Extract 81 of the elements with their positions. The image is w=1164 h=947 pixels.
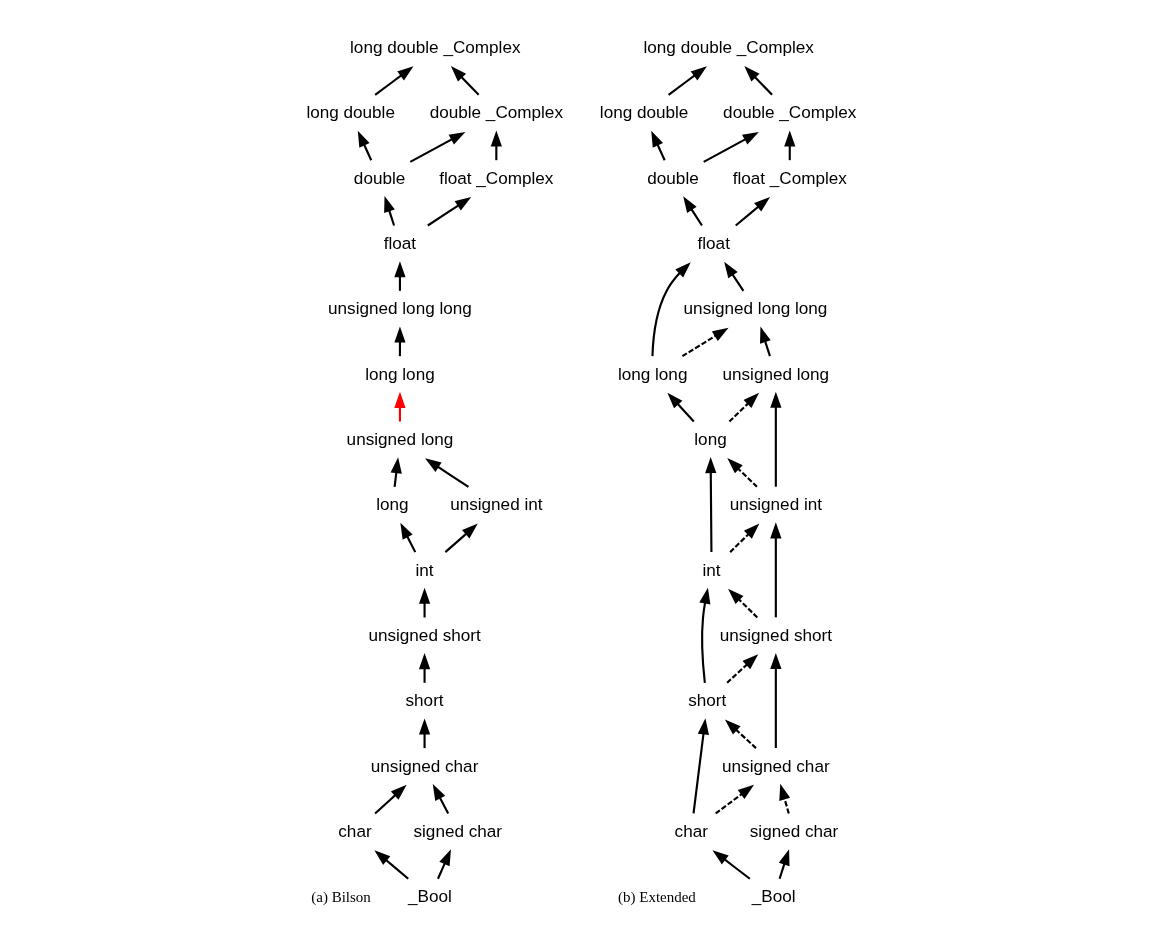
arrow bbox=[394, 261, 406, 291]
node-text: unsigned short bbox=[719, 624, 833, 645]
arrow bbox=[384, 195, 396, 226]
node-text: _Bool bbox=[751, 886, 796, 907]
arrow bbox=[703, 132, 759, 163]
arrow bbox=[744, 66, 773, 96]
node-text: unsigned int bbox=[450, 494, 543, 515]
arrow bbox=[450, 66, 480, 96]
arrow bbox=[437, 849, 451, 880]
arrow bbox=[418, 653, 431, 683]
arrow bbox=[735, 196, 771, 227]
node-text: unsigned short bbox=[368, 624, 481, 645]
arrow bbox=[770, 391, 782, 487]
node-text: unsigned long bbox=[722, 363, 830, 384]
node-text: unsigned int bbox=[729, 494, 823, 515]
node-text: signed char bbox=[413, 820, 503, 841]
node-text: double bbox=[353, 167, 406, 188]
arrow bbox=[778, 849, 790, 880]
arrow bbox=[760, 326, 771, 357]
arrow bbox=[683, 196, 703, 227]
node-text: long long bbox=[617, 363, 688, 384]
arrow bbox=[681, 327, 729, 358]
arrow bbox=[374, 784, 407, 815]
node-text: short bbox=[688, 690, 727, 711]
arrow bbox=[699, 587, 711, 683]
node-text: float _Complex bbox=[439, 167, 554, 188]
arrow bbox=[770, 522, 782, 618]
node-text: long double _Complex bbox=[643, 36, 814, 57]
node-text: double _Complex bbox=[723, 102, 857, 123]
arrow bbox=[728, 392, 760, 423]
node-text: char bbox=[338, 820, 372, 841]
arrow bbox=[425, 458, 470, 488]
node-text: long double bbox=[599, 102, 689, 123]
arrow bbox=[400, 522, 417, 553]
node-text: char bbox=[674, 820, 708, 841]
label: (b) Extended bbox=[618, 889, 696, 906]
arrow bbox=[724, 261, 745, 292]
arrow bbox=[432, 784, 450, 814]
arrow bbox=[374, 66, 414, 96]
node-text: long bbox=[694, 428, 727, 449]
node-text: long long bbox=[365, 363, 435, 384]
arrow bbox=[651, 262, 691, 357]
node-text: _Bool bbox=[408, 886, 452, 907]
arrow bbox=[390, 457, 402, 487]
arrow bbox=[715, 784, 754, 815]
node-text: int bbox=[415, 559, 434, 580]
node-text: unsigned char bbox=[722, 755, 830, 776]
arrow bbox=[667, 392, 695, 423]
node-text: unsigned long bbox=[346, 428, 454, 449]
arrow bbox=[374, 850, 409, 880]
node-text: long double _Complex bbox=[350, 36, 521, 57]
node-text: unsigned char bbox=[370, 755, 479, 776]
node-text: unsigned long long bbox=[683, 298, 828, 319]
node-text: float bbox=[697, 232, 730, 253]
arrow bbox=[712, 850, 751, 880]
node-text: signed char bbox=[749, 820, 839, 841]
arrow bbox=[770, 653, 782, 748]
arrow bbox=[667, 66, 707, 96]
arrow bbox=[444, 523, 478, 553]
arrow bbox=[409, 132, 466, 163]
node-text: long bbox=[376, 494, 409, 515]
arrow bbox=[427, 197, 472, 227]
arrow bbox=[728, 588, 758, 619]
arrow bbox=[357, 130, 373, 161]
arrow bbox=[724, 719, 757, 749]
node-text: double bbox=[647, 167, 699, 188]
arrow bbox=[651, 130, 666, 161]
node-text: long double bbox=[306, 102, 395, 123]
node-text: double _Complex bbox=[429, 102, 563, 123]
node-text: float _Complex bbox=[732, 167, 847, 188]
arrow bbox=[727, 458, 758, 488]
node-text: int bbox=[702, 559, 721, 580]
arrow bbox=[692, 718, 709, 814]
node-text: short bbox=[405, 690, 444, 711]
node-text: float bbox=[383, 232, 417, 253]
node-text: unsigned long long bbox=[328, 298, 472, 319]
arrow bbox=[779, 783, 791, 814]
arrow bbox=[705, 457, 717, 552]
label: (a) Bilson bbox=[311, 889, 371, 906]
arrow bbox=[729, 523, 760, 553]
arrow bbox=[726, 654, 759, 684]
